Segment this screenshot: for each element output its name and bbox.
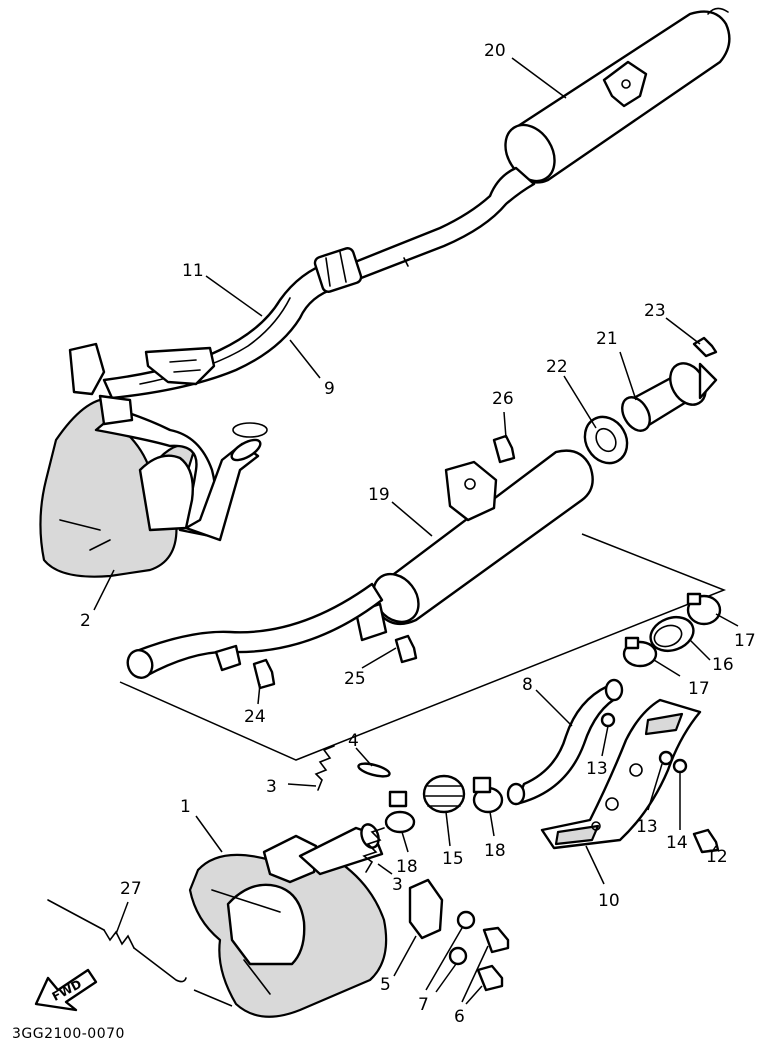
leader-lines [93,57,739,1007]
callout-19: 19 [368,485,390,505]
washer-7-a [456,910,476,930]
callout-17-upper: 17 [734,631,756,651]
exhaust-chamber-2 [39,342,268,578]
protector-10 [540,698,702,850]
callout-11: 11 [182,261,204,281]
bolt-26 [492,434,516,464]
callout-12: 12 [706,847,728,867]
callout-17-lower: 17 [688,679,710,699]
bolt-6-a [482,926,510,954]
callout-18-a: 18 [396,857,418,877]
callout-24: 24 [244,707,266,727]
nut-13-b [658,750,674,766]
gasket-22 [583,415,629,465]
callout-6: 6 [454,1007,465,1027]
callout-13-lower: 13 [636,817,658,837]
bolt-24 [252,658,276,690]
bolt-6-b [476,964,504,992]
callout-16: 16 [712,655,734,675]
joint-pipe-8 [506,678,624,806]
callout-25: 25 [344,669,366,689]
diagram-code: 3GG2100-0070 [12,1026,125,1042]
callout-18-b: 18 [484,841,506,861]
bolt-25 [394,634,418,664]
tail-cap-21 [621,362,718,432]
washer-7-b [448,946,468,966]
joint-16 [649,615,695,653]
callout-23: 23 [644,301,666,321]
spring-3-b [362,827,385,873]
callout-22: 22 [546,357,568,377]
middle-pipe-9 [102,247,363,400]
clamp-18-b [472,776,504,814]
clamp-17-lower [622,636,658,668]
callout-labels: 20 11 9 2 23 21 22 26 19 25 24 17 16 17 … [80,41,756,1027]
nut-13-a [600,712,616,728]
callout-9: 9 [324,379,335,399]
callout-2: 2 [80,611,91,631]
gasket-4 [357,762,391,778]
callout-15: 15 [442,849,464,869]
exhaust-chamber-1 [188,823,444,1018]
clamp-18-a [384,790,416,834]
clamp-17-upper [686,592,722,626]
callout-27: 27 [120,879,142,899]
callout-4: 4 [348,731,359,751]
callout-3-upper: 3 [266,777,277,797]
callout-26: 26 [492,389,514,409]
callout-3-lower: 3 [392,875,403,895]
callout-14: 14 [666,833,688,853]
subassembly-outline [119,533,727,761]
spring-3-a [314,745,335,791]
callout-10: 10 [598,891,620,911]
callout-7: 7 [418,995,429,1015]
spring-27 [47,899,187,983]
bolt-23 [692,336,718,358]
callout-1: 1 [180,797,191,817]
silencer-19 [126,449,594,679]
callout-8: 8 [522,675,533,695]
forward-arrow-icon [34,968,98,1012]
joint-15 [422,774,466,814]
bolt-12 [692,828,720,854]
silencer-20 [348,7,731,282]
callout-20: 20 [484,41,506,61]
callout-13-upper: 13 [586,759,608,779]
washer-14 [672,758,688,774]
callout-21: 21 [596,329,618,349]
callout-5: 5 [380,975,391,995]
